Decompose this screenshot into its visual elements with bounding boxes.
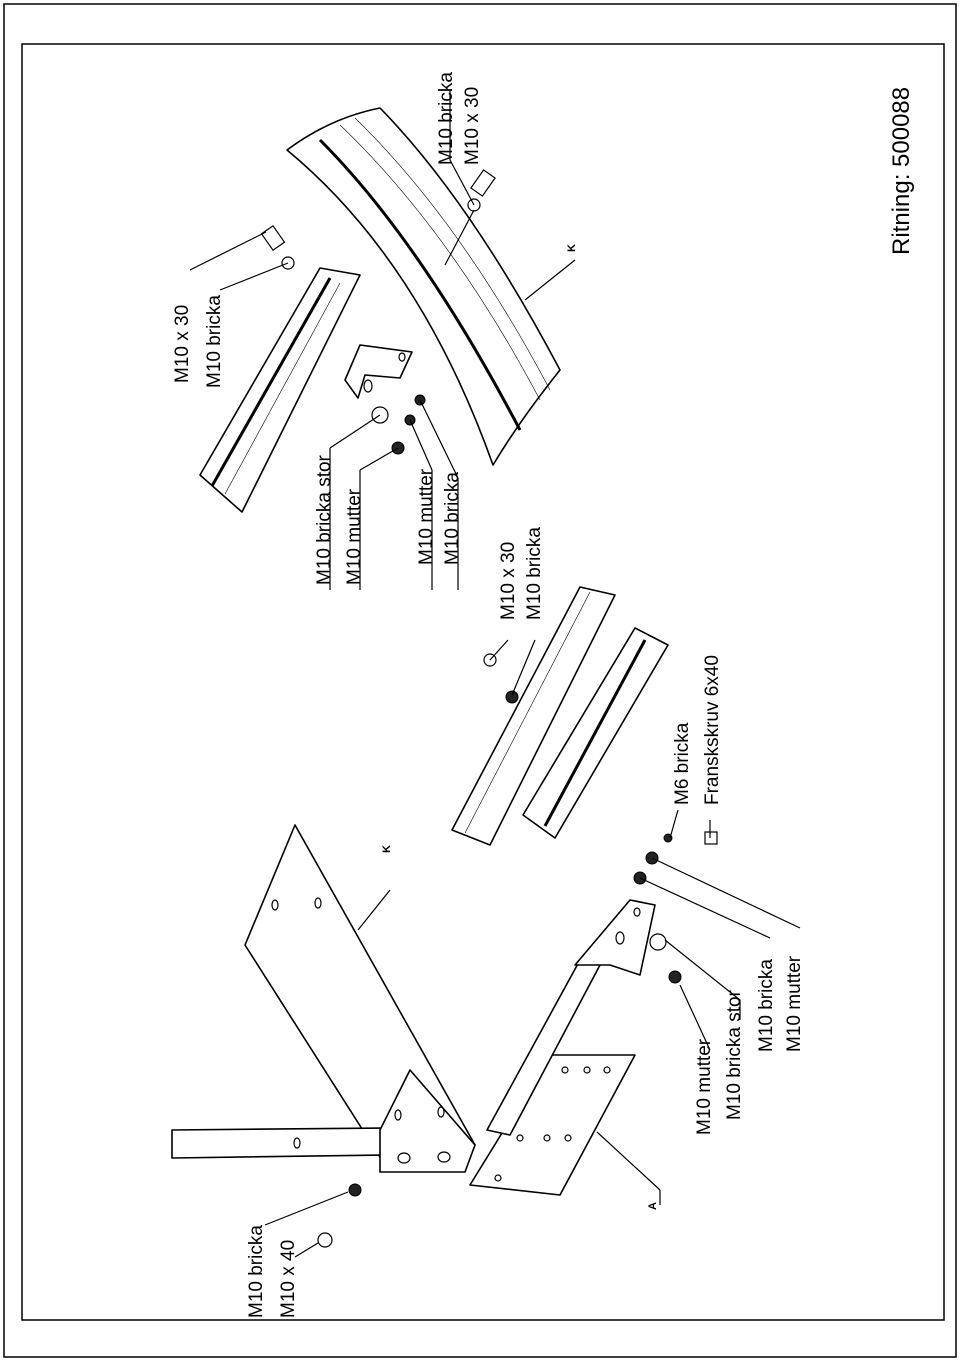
label-franskskruv: Franskskruv 6x40: [702, 655, 723, 805]
label-m10x30-center: M10 x 30: [498, 542, 519, 620]
support-bar-right: [199, 267, 361, 513]
label-m10-mutter-mid: M10 mutter: [344, 488, 365, 585]
label-m10x40: M10 x 40: [278, 1240, 299, 1318]
bracket-right: [344, 344, 413, 399]
label-m6-bricka: M6 bricka: [672, 722, 693, 805]
label-m10-bricka-center: M10 bricka: [524, 527, 545, 620]
label-m10-bricka-left: M10 bricka: [246, 1225, 267, 1318]
right-bumper-assembly: [189, 90, 576, 590]
label-m10x30-tr: M10 x 30: [462, 87, 483, 165]
ref-k-right: K: [566, 244, 578, 252]
frame-rail: [171, 1127, 386, 1159]
label-m10-mutter-b2: M10 mutter: [784, 955, 805, 1052]
label-m10-bricka-stor-b: M10 bricka stor: [724, 989, 745, 1120]
label-m10-mutter-b1: M10 mutter: [694, 1038, 715, 1135]
callout-bottom-stack: M10 mutter M10 bricka stor M10 bricka M1…: [694, 955, 805, 1135]
callout-top-right: M10 bricka M10 x 30: [436, 72, 483, 165]
label-m10-mutter-mid2: M10 mutter: [416, 468, 437, 565]
center-bar-upper: [451, 586, 616, 846]
label-m10-bricka-mid2: M10 bricka: [442, 472, 463, 565]
ref-a: A: [647, 1202, 659, 1210]
label-m10-bricka-tr: M10 bricka: [436, 72, 457, 165]
callout-center-bolt: M10 x 30 M10 bricka: [498, 527, 545, 620]
label-m10x30-tl: M10 x 30: [172, 305, 193, 383]
callout-left-bolt: M10 bricka M10 x 40: [246, 1225, 299, 1318]
left-center-assembly: [171, 586, 801, 1258]
inner-frame: [21, 43, 945, 1321]
label-m10-bricka-tl: M10 bricka: [204, 295, 225, 388]
box-end: [379, 1069, 476, 1173]
label-m10-bricka-b: M10 bricka: [756, 959, 777, 1052]
label-m10-bricka-stor-mid: M10 bricka stor: [314, 454, 335, 585]
outer-frame: [3, 3, 957, 1358]
drawing-number: Ritning: 500088: [888, 87, 915, 255]
callout-top-left: M10 x 30 M10 bricka: [172, 295, 225, 388]
callout-middle-stack: M10 bricka stor M10 mutter: [314, 454, 365, 585]
ref-k-left: K: [381, 845, 393, 853]
bracket-left: [574, 899, 656, 976]
callout-center-screw: M6 bricka Franskskruv 6x40: [672, 655, 723, 805]
callout-middle-pair: M10 mutter M10 bricka: [416, 468, 463, 565]
